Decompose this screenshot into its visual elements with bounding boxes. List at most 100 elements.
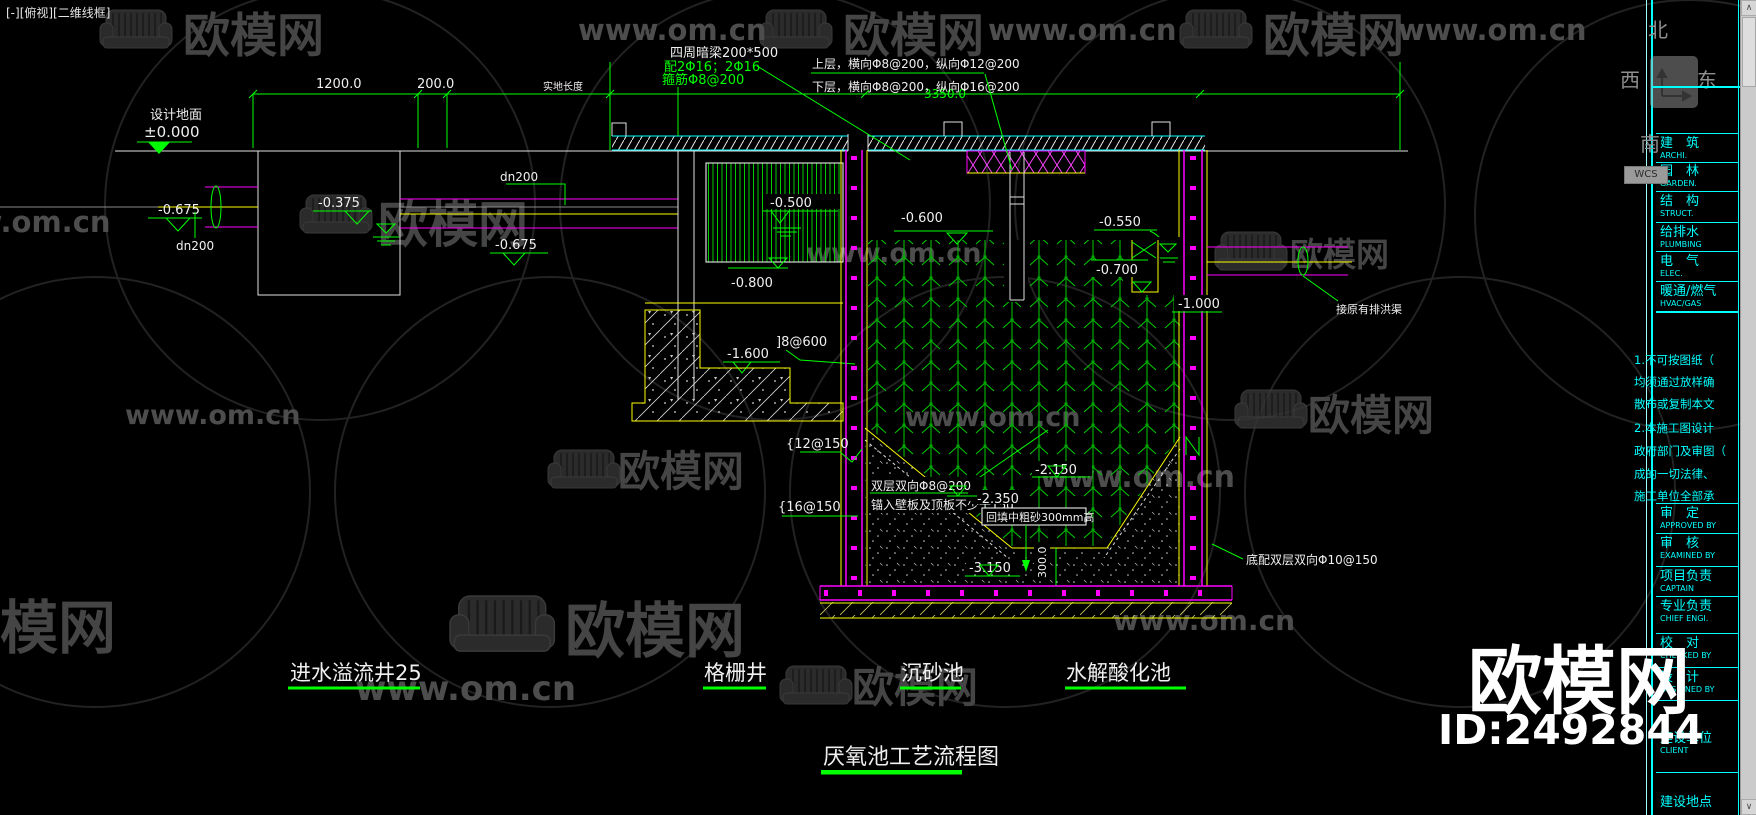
elev--3150: -3.150 (969, 561, 1011, 576)
beam-note: 四周暗梁200*500 (670, 46, 778, 61)
main-tank: -0.600 -0.550 -0.700 -1.000 接原有排洪渠 -2.15… (778, 150, 1402, 586)
elev--2150: -2.150 (1035, 463, 1077, 478)
discipline-plumbing-cn: 给排水 (1660, 225, 1700, 240)
role-designed-cn: 设 计 (1660, 670, 1700, 685)
discipline-plumbing-en: PLUMBING (1660, 240, 1702, 249)
svg-text:www.om.cn: www.om.cn (1398, 13, 1587, 47)
beam-rebar: 配2Φ16；2Φ16 (664, 60, 760, 75)
discipline-hvac-cn: 暖通/燃气 (1660, 284, 1717, 299)
panel-divider (1646, 0, 1647, 815)
top-slab (611, 121, 1205, 174)
svg-text:欧模网: 欧模网 (1290, 235, 1389, 274)
svg-text:www.om.cn: www.om.cn (988, 13, 1177, 47)
role-captain-en: CAPTAIN (1660, 584, 1694, 593)
role-chief: 专业负责 CHIEF ENGI. (1656, 596, 1738, 633)
inlet-overflow-well: -0.675 dn200 -0.375 dn200 -0.675 (148, 151, 678, 296)
role-checked-cn: 校 对 (1660, 636, 1700, 651)
compass-south: 南 (1640, 132, 1660, 156)
discipline-arch: 建 筑 ARCHI. (1656, 133, 1738, 163)
note-line: 2.本施工图设计 (1634, 421, 1714, 435)
label-inlet-well: 进水溢流井25 (290, 661, 422, 685)
role-approved: 审 定 APPROVED BY (1656, 503, 1738, 533)
scroll-down-button[interactable]: ∨ (1741, 799, 1756, 815)
role-designed-en: DESIGNED BY (1660, 685, 1715, 694)
role-client-en: CLIENT (1660, 746, 1689, 755)
svg-text:欧模网: 欧模网 (1308, 391, 1434, 440)
note-line: 施工单位全部承 (1634, 489, 1715, 503)
role-client-cn: 建设单位 (1660, 731, 1713, 746)
site-id: ID:2492844 (1438, 706, 1704, 754)
grate-well: -0.500 -0.800 ]8@600 -1.600 (631, 151, 856, 422)
label-grate-well: 格栅井 (704, 661, 767, 685)
compass-north: 北 (1648, 18, 1668, 42)
role-designed: 设 计 DESIGNED BY (1656, 667, 1738, 700)
role-client: 建设单位 CLIENT (1656, 700, 1738, 773)
discipline-garden-en: GARDEN. (1660, 179, 1697, 188)
dim-200: 200.0 (417, 77, 454, 92)
backfill-note: 回填中粗砂300mm高 (986, 510, 1094, 524)
outlet-note: 接原有排洪渠 (1336, 302, 1402, 316)
elev--0550: -0.550 (1099, 215, 1141, 230)
ucs-icon[interactable] (1650, 56, 1698, 108)
discipline-garden: 园 林 GARDEN. (1656, 162, 1738, 192)
role-chief-cn: 专业负责 (1660, 599, 1713, 614)
url-watermark: www.om.cn (578, 13, 767, 47)
discipline-struct: 结 构 STRUCT. (1656, 192, 1738, 223)
compass-west: 西 (1620, 68, 1640, 92)
elev--0500: -0.500 (770, 196, 812, 211)
pipe-dn200-right: dn200 (500, 170, 538, 184)
bottom-rebar-note: 底配双层双向Φ10@150 (1246, 552, 1378, 567)
dim-site-length: 实地长度 (543, 80, 583, 93)
label-grit-chamber: 沉砂池 (901, 661, 964, 685)
label-hydrolysis-tank: 水解酸化池 (1066, 661, 1171, 685)
sofa-icon (99, 9, 173, 49)
elev--1000: -1.000 (1178, 297, 1220, 312)
ground-label: 设计地面 (150, 108, 202, 123)
discipline-elec: 电 气 ELEC. (1656, 252, 1738, 282)
discipline-elec-en: ELEC. (1660, 269, 1683, 278)
rebar-16-150: {16@150 (778, 500, 841, 515)
elev--0375: -0.375 (318, 196, 360, 211)
role-captain: 项目负责 CAPTAIN (1656, 566, 1738, 596)
note-line: 成的一切法律、 (1634, 467, 1715, 481)
site-logo: 欧模网 (1468, 639, 1690, 725)
role-captain-cn: 项目负责 (1660, 569, 1713, 584)
panel-divider-2 (1651, 0, 1653, 815)
pipe-dn200-left: dn200 (176, 239, 214, 253)
role-examined-en: EXAMINED BY (1660, 551, 1715, 560)
role-examined: 审 核 EXAMINED BY (1656, 533, 1738, 566)
role-examined-cn: 审 核 (1660, 536, 1700, 551)
scroll-up-button[interactable]: ∧ (1741, 0, 1756, 16)
wcs-badge[interactable]: WCS (1624, 166, 1668, 184)
svg-text:欧模网: 欧模网 (843, 9, 984, 64)
drawing-title-group: 厌氧池工艺流程图 (821, 745, 999, 775)
svg-text:欧模网: 欧模网 (1263, 9, 1404, 64)
discipline-hvac: 暖通/燃气 HVAC/GAS (1656, 282, 1738, 313)
discipline-struct-en: STRUCT. (1660, 209, 1694, 218)
note-line: 均须通过放样确 (1634, 375, 1715, 389)
elev--0700: -0.700 (1096, 263, 1138, 278)
discipline-hvac-en: HVAC/GAS (1660, 299, 1702, 308)
svg-text:欧模网: 欧模网 (618, 447, 744, 496)
elev--0675-mid: -0.675 (495, 238, 537, 253)
discipline-plumbing: 给排水 PLUMBING (1656, 223, 1738, 252)
beam-stirrup: 箍筋Φ8@200 (662, 72, 744, 88)
viewport-controls[interactable]: [-][俯视][二维线框] (6, 6, 111, 20)
note-line: 政府部门及审图（ (1634, 444, 1726, 458)
drawing-title: 厌氧池工艺流程图 (823, 745, 999, 770)
slab-lower-note: 下层，横向Φ8@200，纵向Φ16@200 (812, 79, 1020, 94)
slab-upper-note: 上层，横向Φ8@200，纵向Φ12@200 (812, 56, 1020, 71)
role-checked-en: CHECKED BY (1660, 651, 1712, 660)
ground-and-dimensions: 1200.0 200.0 实地长度 3350.0 设计地面 ±0.000 (0, 62, 1408, 208)
scrollbar-thumb[interactable] (1742, 17, 1756, 87)
svg-text:欧模网: 欧模网 (378, 196, 528, 254)
rebar-8-600: ]8@600 (776, 335, 827, 350)
rebar-12-150: {12@150 (786, 437, 849, 452)
elev--1600: -1.600 (727, 347, 769, 362)
brand-watermark: 欧模网 (183, 9, 324, 64)
role-approved-en: APPROVED BY (1660, 521, 1717, 530)
vertical-scrollbar[interactable]: ∧ ∨ (1740, 0, 1756, 815)
section-labels: 进水溢流井25 格栅井 沉砂池 水解酸化池 (288, 661, 1186, 690)
